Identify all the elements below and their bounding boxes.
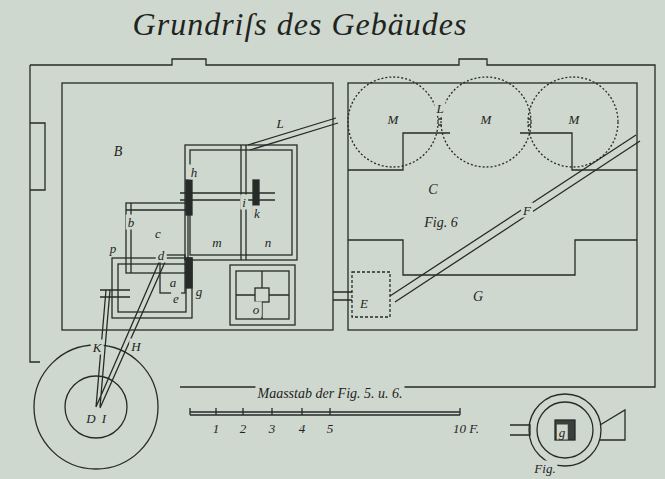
scale-number: 4 — [297, 421, 308, 436]
part-letter: d — [156, 248, 167, 263]
part-letter: i — [240, 195, 248, 210]
part-letter: h — [189, 165, 200, 180]
part-letter: G — [471, 289, 485, 305]
part-letter: M — [479, 112, 494, 127]
part-letter: M — [386, 112, 401, 127]
part-letter: D — [84, 411, 97, 426]
part-letter: F — [521, 203, 533, 218]
part-letter: g — [557, 425, 568, 440]
part-letter: Fig. 6 — [422, 215, 459, 231]
scale-number: 10 F. — [451, 421, 481, 436]
part-letter: g — [194, 284, 205, 299]
part-letter: E — [358, 296, 370, 311]
part-letter: I — [100, 411, 108, 426]
part-letter: a — [168, 275, 179, 290]
part-letter: L — [274, 116, 285, 131]
part-letter: B — [112, 144, 125, 160]
part-letter: b — [126, 215, 137, 230]
scale-number: 1 — [211, 421, 222, 436]
part-letter: o — [251, 302, 262, 317]
part-letter: n — [263, 235, 274, 250]
part-letter: m — [210, 235, 223, 250]
part-letter: p — [108, 241, 119, 256]
part-letter: Fig. — [532, 461, 557, 476]
part-letter: C — [426, 182, 439, 198]
part-letter: e — [171, 291, 181, 306]
plan-title: Grundriſs des Gebäudes — [133, 8, 468, 40]
scale-caption: Maasstab der Fig. 5. u. 6. — [255, 386, 404, 402]
scale-number: 3 — [267, 421, 278, 436]
scale-number: 5 — [325, 421, 336, 436]
part-letter: L — [434, 101, 445, 116]
part-letter: K — [91, 340, 104, 355]
part-letter: H — [129, 339, 142, 354]
part-letter: c — [153, 226, 163, 241]
part-letter: M — [567, 112, 582, 127]
part-letter: k — [252, 206, 262, 221]
scale-number: 2 — [238, 421, 249, 436]
